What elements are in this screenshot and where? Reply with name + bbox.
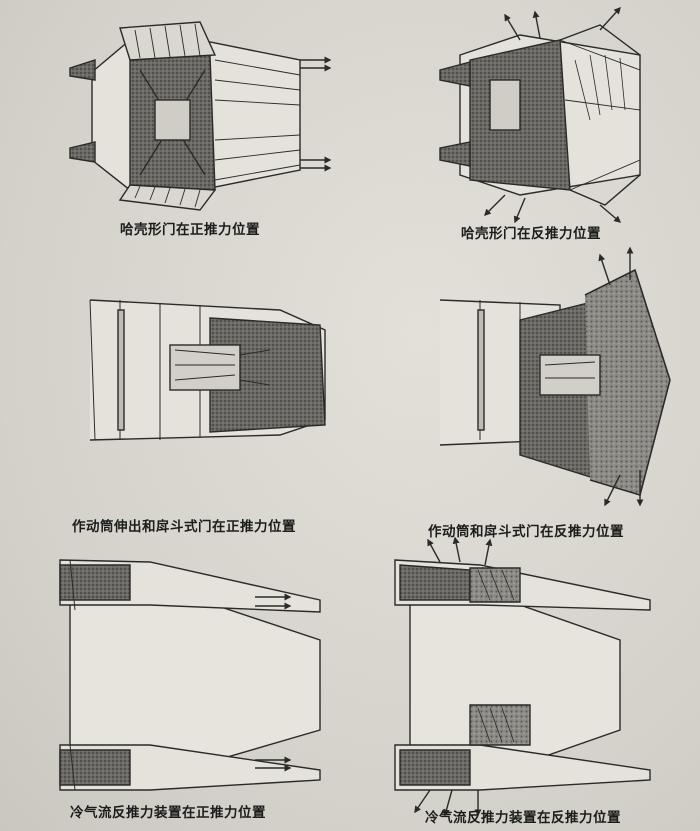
caption-clamshell-reverse: 哈壳形门在反推力位置 <box>461 226 601 242</box>
diagram-bucket-forward <box>89 299 326 441</box>
caption-bucket-reverse: 作动筒和戽斗式门在反推力位置 <box>428 524 624 540</box>
diagram-clamshell-forward <box>69 21 332 211</box>
diagram-bucket-reverse <box>439 246 671 507</box>
caption-coldflow-reverse: 冷气流反推力装置在反推力位置 <box>425 810 621 826</box>
caption-bucket-forward: 作动筒伸出和戽斗式门在正推力位置 <box>72 519 296 535</box>
diagram-coldflow-forward <box>59 559 321 791</box>
caption-clamshell-forward: 哈壳形门在正推力位置 <box>120 222 260 238</box>
diagram-coldflow-reverse <box>394 536 651 817</box>
diagram-clamshell-reverse <box>439 6 641 224</box>
caption-coldflow-forward: 冷气流反推力装置在正推力位置 <box>70 805 266 821</box>
